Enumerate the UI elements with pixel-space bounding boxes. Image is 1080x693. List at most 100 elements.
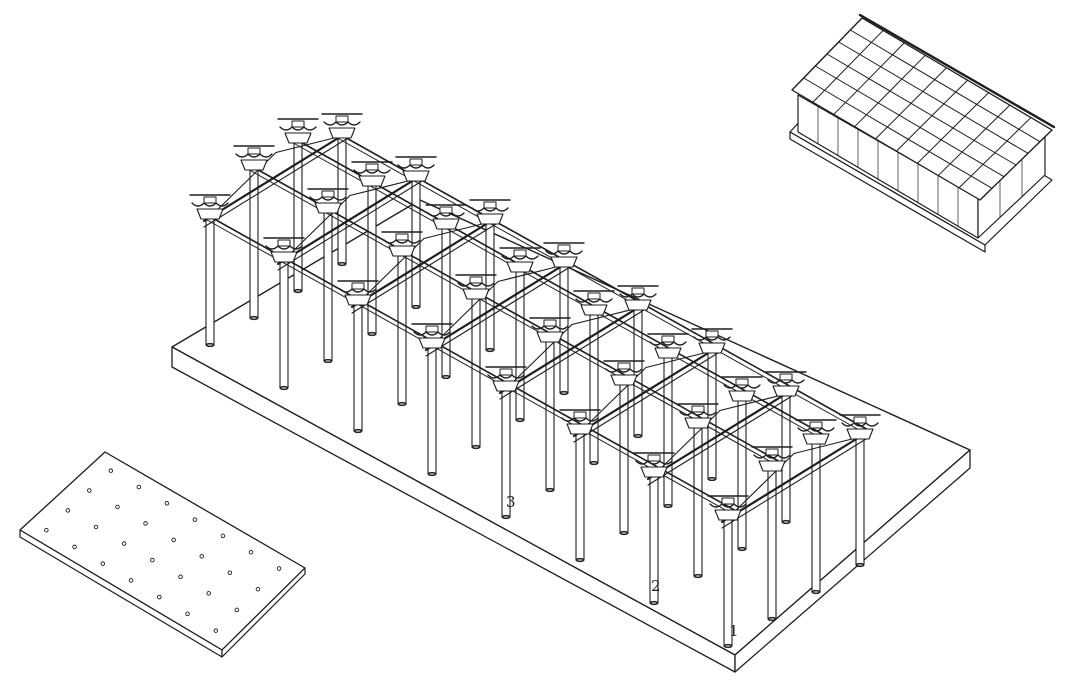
bracket-block <box>566 423 594 435</box>
bracket-block <box>314 202 342 214</box>
rafter-right <box>719 393 787 412</box>
bracket-set <box>485 366 527 392</box>
base-hole <box>136 484 142 490</box>
rafter-right <box>571 307 639 326</box>
column-base <box>323 358 333 364</box>
bracket-arm <box>635 460 673 465</box>
bracket-set <box>499 247 541 273</box>
column-base <box>471 444 481 450</box>
column-base <box>737 546 747 552</box>
transverse-beam <box>646 388 794 481</box>
bracket-arm <box>323 121 361 126</box>
bracket-block <box>580 304 608 316</box>
column-base <box>279 385 289 391</box>
bracket-cap <box>469 276 483 284</box>
bracket-block <box>284 132 312 144</box>
bracket-block <box>772 385 800 397</box>
bracket-cap <box>277 239 291 247</box>
column-base <box>441 374 451 380</box>
column <box>855 436 865 566</box>
column <box>575 431 585 561</box>
bracket-block <box>506 261 534 273</box>
bracket-cap <box>779 373 793 381</box>
bracket-arm <box>545 250 583 255</box>
base-hole <box>199 554 204 559</box>
bracket-set <box>751 446 793 472</box>
transverse-beam <box>424 259 572 352</box>
bracket-block <box>402 170 430 182</box>
bracket-block <box>550 256 578 268</box>
column-base <box>633 433 643 439</box>
column-base <box>249 315 259 321</box>
bracket-block <box>684 417 712 429</box>
bracket-arm <box>531 325 569 330</box>
transverse-beam-lower <box>647 395 793 486</box>
bracket-arm <box>397 164 435 169</box>
rafter-right <box>275 135 343 154</box>
bracket-cap <box>647 454 661 462</box>
bracket-block <box>698 342 726 354</box>
bracket-set <box>765 371 807 397</box>
bracket-arm <box>235 153 273 158</box>
foundation-plan-slab <box>19 451 306 658</box>
base-hole <box>276 566 282 571</box>
base-hole <box>108 468 114 473</box>
bracket-arm <box>605 368 643 373</box>
column-base <box>205 342 215 348</box>
column-base <box>855 562 865 568</box>
bracket-cap <box>365 163 379 171</box>
bracket-block <box>492 380 520 392</box>
transverse-beam-lower <box>573 352 719 443</box>
bracket-block <box>758 460 786 472</box>
bracket-block <box>640 466 668 478</box>
bracket-arm <box>561 417 599 422</box>
bracket-set <box>529 317 571 343</box>
column-base <box>767 616 777 622</box>
column-label-2: 2 <box>651 577 661 595</box>
bracket-arm <box>383 239 421 244</box>
bracket-cap <box>765 448 779 456</box>
bracket-cap <box>853 416 867 424</box>
rafter-right <box>497 264 565 283</box>
column-label-3: 3 <box>506 493 516 511</box>
base-hole <box>93 524 99 530</box>
bracket-set <box>337 280 379 306</box>
bracket-block <box>802 433 830 445</box>
bracket-cap <box>291 120 305 128</box>
column-base-holes <box>44 468 282 633</box>
column-base <box>589 460 599 466</box>
bracket-arm <box>353 169 391 174</box>
base-hole <box>192 517 198 522</box>
bracket-arm <box>471 207 509 212</box>
bracket-set <box>543 242 585 268</box>
bracket-block <box>462 288 490 300</box>
bracket-cap <box>617 362 631 370</box>
base-hole <box>255 586 261 592</box>
assembled-hall-roof <box>789 13 1056 253</box>
bracket-arm <box>679 411 717 416</box>
bracket-block <box>728 390 756 402</box>
bracket-block <box>846 428 874 440</box>
column <box>205 216 215 346</box>
bracket-arm <box>767 379 805 384</box>
bracket-set <box>411 323 453 349</box>
bracket-set <box>381 231 423 257</box>
bracket-block <box>654 347 682 359</box>
column-base <box>707 476 717 482</box>
base-hole <box>185 611 190 617</box>
bracket-cap <box>721 497 735 505</box>
bracket-arm <box>265 245 303 250</box>
bracket-block <box>358 175 386 187</box>
bracket-cap <box>351 282 365 290</box>
base-hole <box>157 594 162 600</box>
bracket-arm <box>427 212 465 217</box>
bracket-arm <box>191 202 229 207</box>
rafter-right <box>793 436 861 455</box>
column-base <box>781 519 791 525</box>
bracket-set <box>277 118 319 144</box>
bracket-set <box>395 156 437 182</box>
column-base <box>663 503 673 509</box>
bracket-set <box>691 328 733 354</box>
bracket-set <box>263 237 305 263</box>
